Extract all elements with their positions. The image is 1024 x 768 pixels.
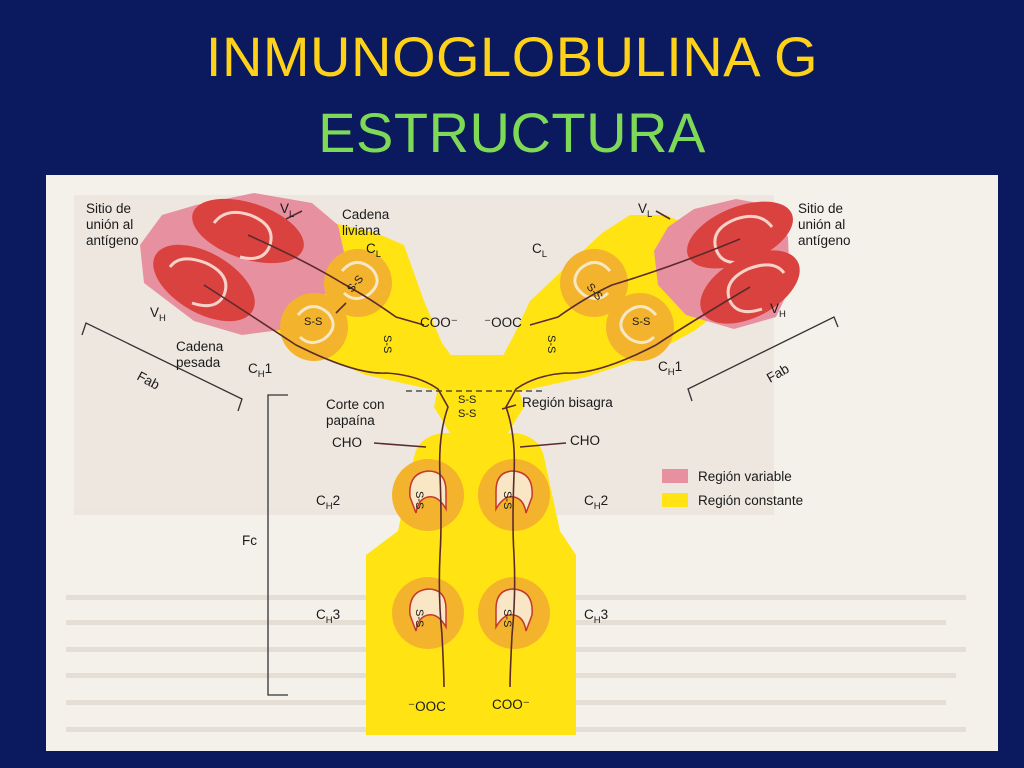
region-bisagra-label: Región bisagra	[522, 395, 613, 410]
ch1-label-left: CH1	[248, 361, 272, 380]
leader-bisagra	[501, 404, 517, 410]
ch1-domain-left	[280, 293, 348, 361]
domains	[153, 198, 800, 649]
cho-label-right: CHO	[570, 433, 600, 448]
ss-bond-interchain-right: S-S	[545, 335, 557, 353]
fc-bracket	[267, 394, 288, 696]
legend-swatch-constant	[662, 493, 688, 507]
igg-structure-figure: S-S S-S S-S S-S S-S S-S S-S S-S S-S S-S …	[46, 175, 998, 751]
labels: Sitio de unión al antígeno Sitio de unió…	[86, 201, 851, 714]
light-chain-right	[529, 238, 741, 326]
cl-label-left: CL	[366, 241, 381, 260]
coo-label-left: COO⁻	[420, 315, 458, 330]
vl-label-right: VL	[638, 201, 652, 220]
leader-cho-left	[373, 442, 427, 448]
coo-bottom-right: COO⁻	[492, 697, 530, 712]
leader-cho-right	[519, 442, 567, 448]
leader-vl-left	[285, 210, 303, 220]
ss-bond-ch3-right: S-S	[501, 609, 513, 627]
title-block: INMUNOGLOBULINA G ESTRUCTURA	[0, 0, 1024, 175]
brackets	[81, 316, 839, 696]
vh-label-right: VH	[770, 301, 786, 320]
cadena-liviana-label: Cadena liviana	[342, 207, 393, 238]
cho-label-left: CHO	[332, 435, 362, 450]
legend-swatch-variable	[662, 469, 688, 483]
cl-label-right: CL	[532, 241, 547, 260]
ch3-label-left: CH3	[316, 607, 340, 626]
chain-lines	[203, 210, 751, 688]
legend-label-variable: Región variable	[698, 469, 792, 484]
cl-domain-right	[560, 249, 628, 317]
ch2-label-left: CH2	[316, 493, 340, 512]
ch3-label-right: CH3	[584, 607, 608, 626]
ss-bond-interchain-left: S-S	[381, 335, 393, 353]
cl-domain-left	[324, 249, 392, 317]
corte-papaina-label: Corte con papaína	[326, 397, 388, 428]
ss-bond-hinge-1: S-S	[458, 394, 476, 406]
heavy-chain-right	[505, 286, 751, 688]
fc-label: Fc	[242, 533, 257, 548]
ss-bond-ch3-left: S-S	[413, 609, 425, 627]
vh-label-left: VH	[150, 305, 166, 324]
sitio-union-label-left: Sitio de unión al antígeno	[86, 201, 139, 248]
ss-bond-ch1-left: S-S	[304, 316, 322, 328]
light-chain-left	[247, 234, 425, 326]
leader-ch1-left	[335, 302, 347, 314]
heavy-chain-left	[203, 284, 449, 688]
ss-bond-hinge-2: S-S	[458, 408, 476, 420]
sitio-union-label-right: Sitio de unión al antígeno	[798, 201, 851, 248]
igg-diagram: S-S S-S S-S S-S S-S S-S S-S S-S S-S S-S …	[66, 193, 966, 735]
leader-vl-right	[655, 210, 671, 220]
ooc-bottom-left: ⁻OOC	[408, 699, 446, 714]
ss-bond-ch1-right: S-S	[632, 316, 650, 328]
ch1-label-right: CH1	[658, 359, 682, 378]
legend: Región variable Región constante	[662, 469, 803, 508]
ch2-label-right: CH2	[584, 493, 608, 512]
fab-bracket-left	[81, 322, 243, 412]
ss-bond-ch2-left: S-S	[413, 491, 425, 509]
slide-title: INMUNOGLOBULINA G	[205, 25, 819, 88]
ss-bond-ch2-right: S-S	[501, 491, 513, 509]
vl-label-left: VL	[280, 201, 294, 220]
fab-bracket-right	[687, 316, 839, 402]
legend-label-constant: Región constante	[698, 493, 803, 508]
ooc-label-right: ⁻OOC	[484, 315, 522, 330]
slide-subtitle: ESTRUCTURA	[318, 101, 706, 164]
cadena-pesada-label: Cadena pesada	[176, 339, 227, 370]
